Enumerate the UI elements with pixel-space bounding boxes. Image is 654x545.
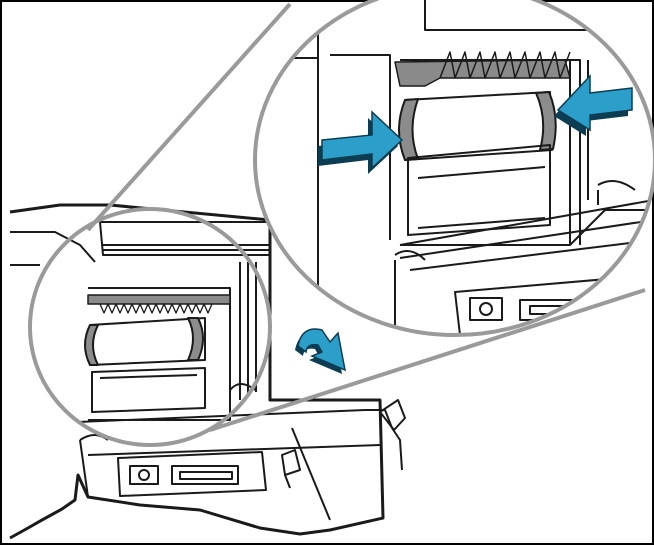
lens-connector-top [86,2,292,232]
lens-connector-bottom [209,288,646,432]
magnifier-lens-small [28,207,272,447]
magnifier-lens-large [253,0,654,337]
printer-body [9,203,406,540]
arrow-right-icon [318,110,404,174]
arrow-left-icon [554,74,633,136]
curved-arrow-down-icon [295,328,346,374]
magnified-detail [260,0,654,335]
